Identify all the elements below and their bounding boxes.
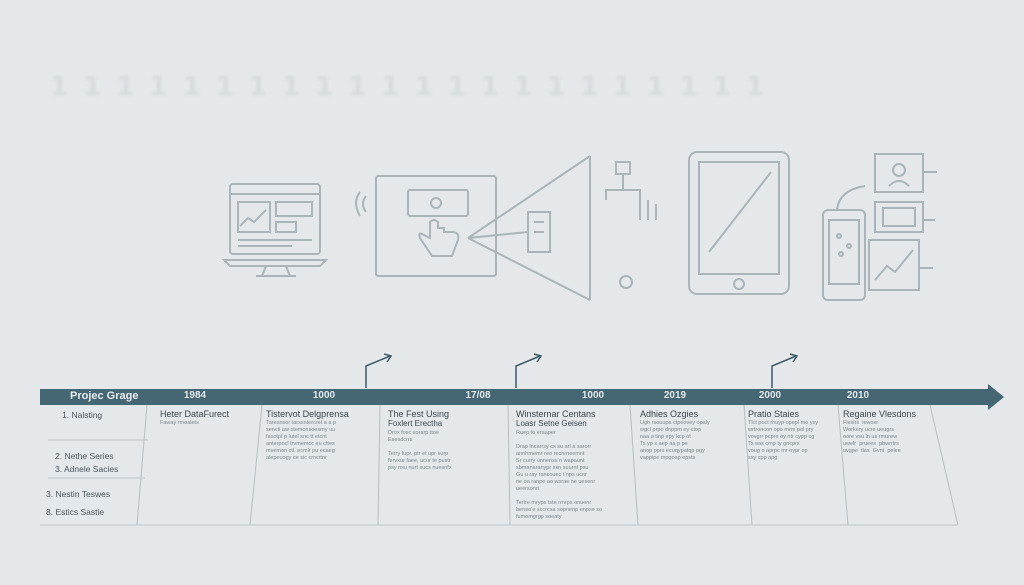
column-title-text: Winsternar Centans bbox=[516, 409, 596, 419]
column-title-text: Adhies Ozgies bbox=[640, 409, 699, 419]
timeline-year: 2019 bbox=[663, 390, 687, 401]
column-divider bbox=[929, 404, 959, 526]
row-label: 1. Nalsting bbox=[62, 410, 103, 420]
column-divider bbox=[136, 404, 148, 526]
column-body: Ugh rsouupa ctpeovey opaly wgcl prpo dnp… bbox=[640, 420, 710, 461]
devices-network-icon bbox=[822, 153, 937, 301]
column-subtitle: Loasr Setne Geisen bbox=[516, 419, 587, 428]
column-divider bbox=[743, 404, 753, 526]
column-body: Flexlrs lewoxr Workery ucre ueugrs oore … bbox=[843, 420, 901, 454]
timeline-year: 2010 bbox=[846, 390, 870, 401]
column-title: Pratio Staies bbox=[748, 409, 799, 419]
row-label: 8. Estics Sastie bbox=[46, 507, 105, 517]
timeline-year: 1000 bbox=[312, 390, 336, 401]
column-title-text: Pratio Staies bbox=[748, 409, 800, 419]
timeline-year: 1984 bbox=[183, 390, 207, 401]
column-body: Taresnsor tarssntercret a a p sencti aw … bbox=[266, 420, 337, 461]
milestone-marker-3 bbox=[771, 353, 799, 388]
background-heading: 1 1 1 1 1 1 1 1 1 1 1 1 1 1 1 1 1 1 1 1 … bbox=[50, 72, 768, 102]
laptop-icon bbox=[221, 183, 329, 277]
timeline-year: 17/08 bbox=[465, 390, 491, 401]
touch-screen-icon bbox=[355, 175, 497, 277]
column-title-text: Heter DataFurect bbox=[160, 409, 230, 419]
timeline-bar bbox=[40, 389, 990, 405]
column-divider bbox=[507, 404, 511, 526]
connector-lines-icon bbox=[605, 161, 657, 289]
row-label: 3. Adnele Sacies bbox=[55, 464, 119, 474]
row-label: 2. Nethe Series bbox=[55, 451, 114, 461]
row-label: 3. Nestin Teswes bbox=[46, 489, 111, 499]
column-body: Tlct poct rhuyp opepl mo ysy wrtroncon o… bbox=[748, 420, 819, 461]
column-divider bbox=[837, 404, 849, 526]
column-title: Adhies Ozgies bbox=[640, 409, 698, 419]
column-title: Heter DataFurect bbox=[160, 409, 229, 419]
milestone-marker-2 bbox=[515, 353, 543, 388]
timeline-arrowhead bbox=[988, 384, 1004, 410]
column-title-text: Regaine Vlesdons bbox=[843, 409, 917, 419]
column-subtitle: Foxlert Erectha bbox=[388, 419, 443, 428]
tablet-icon bbox=[688, 151, 790, 295]
column-title: Regaine Vlesdons bbox=[843, 409, 916, 419]
projector-icon bbox=[467, 155, 591, 301]
timeline-year: 2000 bbox=[758, 390, 782, 401]
column-body: Drox fosc sorarp ttoe Esesdcrrs Terry fu… bbox=[388, 430, 452, 471]
milestone-marker-1 bbox=[365, 353, 393, 388]
column-title-text: Tistervot Delgprensa bbox=[266, 409, 349, 419]
timeline-title: Projec Grage bbox=[70, 390, 139, 402]
column-divider bbox=[377, 404, 381, 526]
column-body: Faway rmoalets bbox=[160, 420, 199, 426]
column-title-text: The Fest Using bbox=[388, 409, 450, 419]
timeline-year: 1000 bbox=[581, 390, 605, 401]
column-body: Ruep fo eraaper Drap lncarrsy cs su arl … bbox=[516, 430, 603, 520]
column-divider bbox=[629, 404, 639, 526]
column-divider bbox=[249, 404, 263, 526]
column-title: Tistervot Delgprensa bbox=[266, 409, 349, 419]
